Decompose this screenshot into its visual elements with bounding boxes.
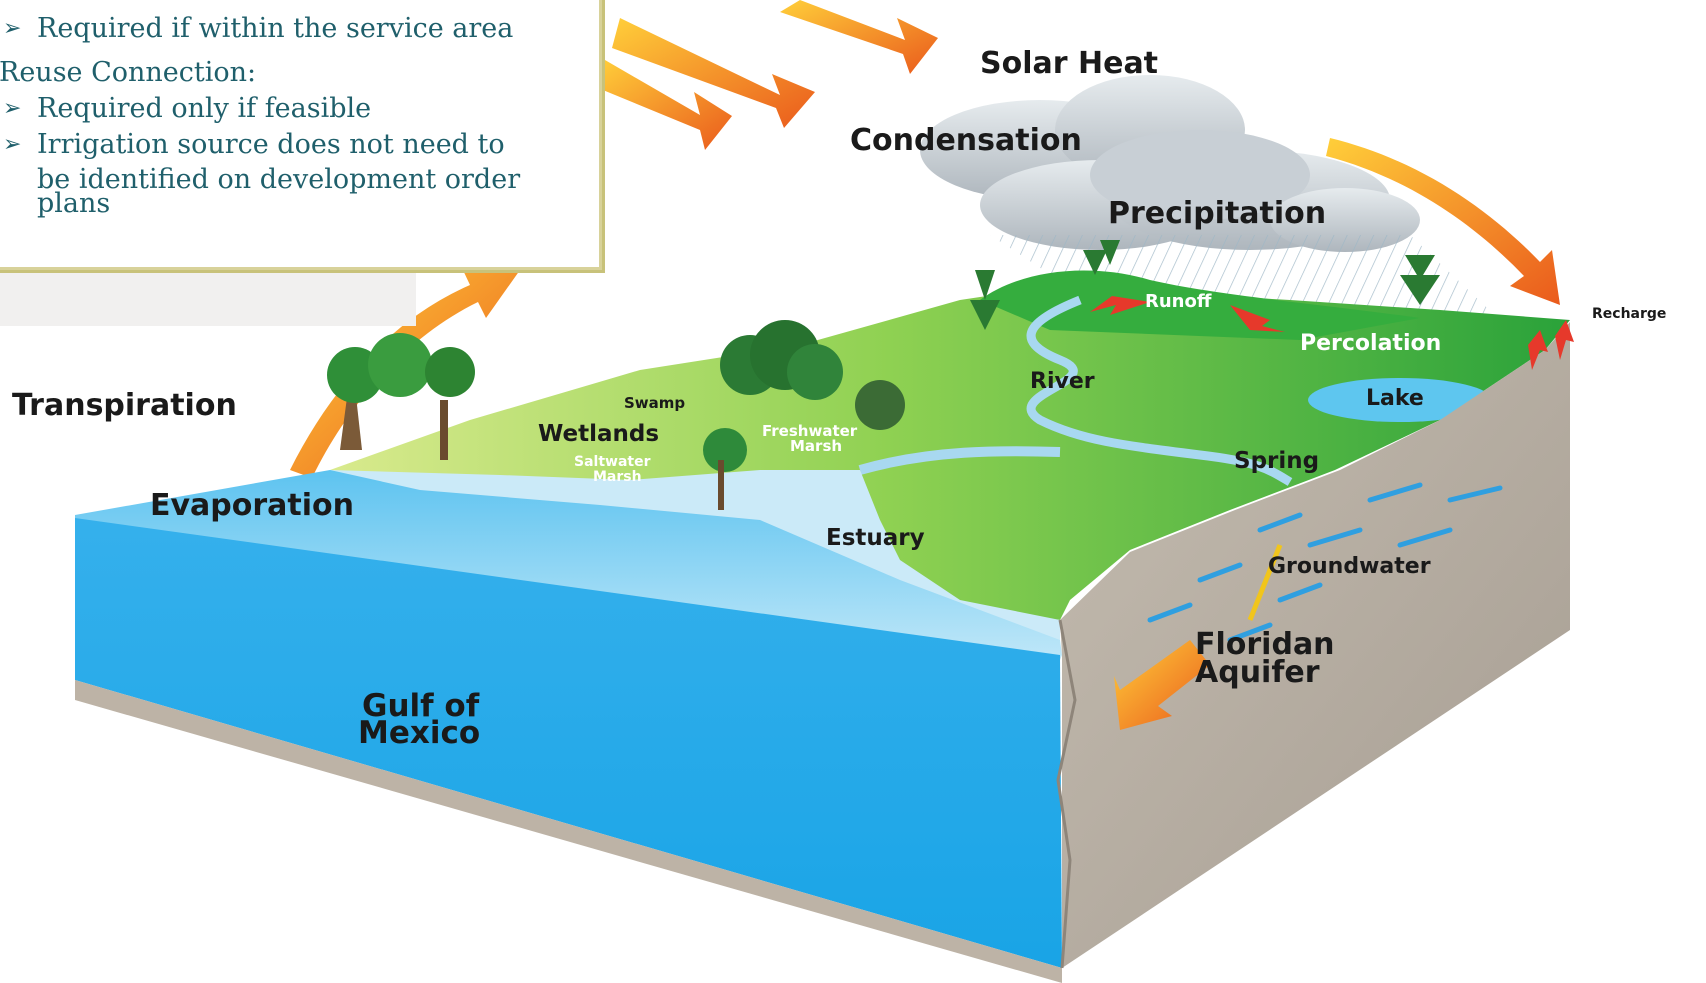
label-transpiration: Transpiration (12, 388, 237, 423)
label-swamp: Swamp (624, 394, 685, 412)
label-estuary: Estuary (826, 525, 925, 551)
gray-panel-strip (0, 268, 416, 326)
label-percolation: Percolation (1300, 331, 1441, 356)
runoff-arrows (1090, 296, 1285, 332)
label-groundwater: Groundwater (1268, 554, 1431, 579)
lake (1308, 378, 1492, 422)
label-gulf-2: Mexico (358, 715, 480, 751)
label-precipitation: Precipitation (1108, 196, 1326, 231)
label-freshwater-marsh-2: Marsh (790, 437, 842, 455)
info-line-irrigation: ➢ Irrigation source does not need to (0, 127, 599, 163)
sea-top (75, 470, 1062, 660)
label-wetlands: Wetlands (538, 421, 659, 447)
label-gulf-1: Gulf of (362, 688, 480, 724)
label-freshwater-marsh-1: Freshwater (762, 422, 858, 440)
label-saltwater-marsh-1: Saltwater (574, 454, 651, 470)
label-recharge: Recharge (1592, 306, 1666, 322)
label-river: River (1030, 369, 1095, 394)
river (1026, 295, 1293, 486)
arrow-bullet-icon: ➢ (3, 96, 22, 121)
arrow-bullet-icon: ➢ (3, 16, 22, 41)
info-heading-reuse: Reuse Connection: (0, 57, 257, 88)
solar-heat-arrows (598, 0, 938, 150)
recharge-small-arrows (1528, 320, 1574, 370)
label-floridan-2: Aquifer (1195, 655, 1320, 690)
info-line-service-area: ➢ Required if within the service area (0, 11, 599, 47)
label-spring: Spring (1234, 448, 1319, 474)
label-solar-heat: Solar Heat (980, 46, 1158, 81)
aquifer-arrow (1114, 640, 1210, 730)
groundwater-streaks (1147, 482, 1503, 643)
rock-side (1060, 322, 1570, 968)
arrow-bullet-icon: ➢ (3, 132, 22, 157)
recharge-arrow (1326, 138, 1560, 305)
label-lake: Lake (1366, 386, 1424, 411)
trees (327, 240, 1440, 510)
info-line-feasible: ➢ Required only if feasible (0, 91, 599, 127)
evaporation-arrow (290, 268, 520, 478)
label-floridan-1: Floridan (1195, 627, 1335, 662)
info-callout-box: ➢ Required if within the service area Re… (0, 0, 602, 270)
info-line-irrigation-cont: be identified on development order (37, 164, 521, 195)
label-condensation: Condensation (850, 123, 1082, 158)
sea-front (75, 518, 1062, 968)
label-runoff: Runoff (1145, 291, 1212, 312)
label-evaporation: Evaporation (150, 488, 354, 523)
label-saltwater-marsh-2: Marsh (593, 469, 642, 485)
info-line-irrigation-cont-2: plans (37, 188, 111, 219)
